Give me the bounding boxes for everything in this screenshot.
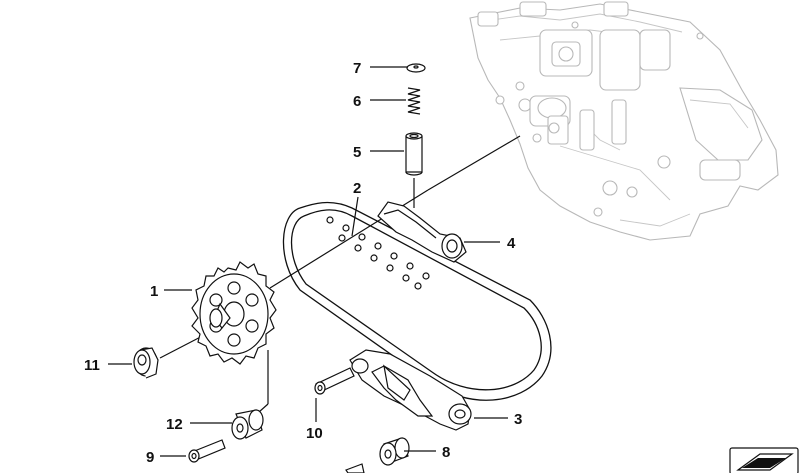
callout-6: 6 (353, 93, 361, 110)
spacer-washer (133, 347, 159, 379)
callout-11: 11 (84, 357, 100, 374)
centerline-pump (427, 135, 521, 191)
callout-12: 12 (166, 416, 183, 433)
timing-chain (282, 201, 552, 401)
chain-links (326, 216, 430, 290)
centerline-drive (269, 189, 429, 289)
bolt-partial (345, 463, 365, 473)
tensioner-sleeve (405, 132, 423, 176)
bushing-12 (231, 409, 264, 440)
callout-7: 7 (353, 60, 361, 77)
callout-8: 8 (442, 444, 450, 461)
tensioner-spring (407, 87, 421, 115)
leader-2 (351, 196, 359, 237)
oil-pump-housing (469, 1, 779, 241)
chain-guide-rail (377, 201, 467, 263)
spring-cap (406, 63, 426, 73)
callout-5: 5 (353, 144, 361, 161)
catalog-badge (729, 447, 799, 473)
callout-3: 3 (514, 411, 522, 428)
chain-sprocket (191, 261, 277, 365)
bushing-8 (379, 437, 410, 466)
callout-9: 9 (146, 449, 154, 466)
callout-labels: 7 6 5 2 4 1 11 3 12 10 9 8 (84, 60, 522, 466)
bolt-9 (188, 439, 226, 463)
callout-4: 4 (507, 235, 516, 252)
tensioner-rail (349, 349, 472, 431)
callout-1: 1 (150, 283, 158, 300)
callout-10: 10 (306, 425, 323, 442)
callout-2: 2 (353, 180, 361, 197)
leader-lines (108, 66, 508, 457)
bolt-10 (314, 367, 355, 395)
